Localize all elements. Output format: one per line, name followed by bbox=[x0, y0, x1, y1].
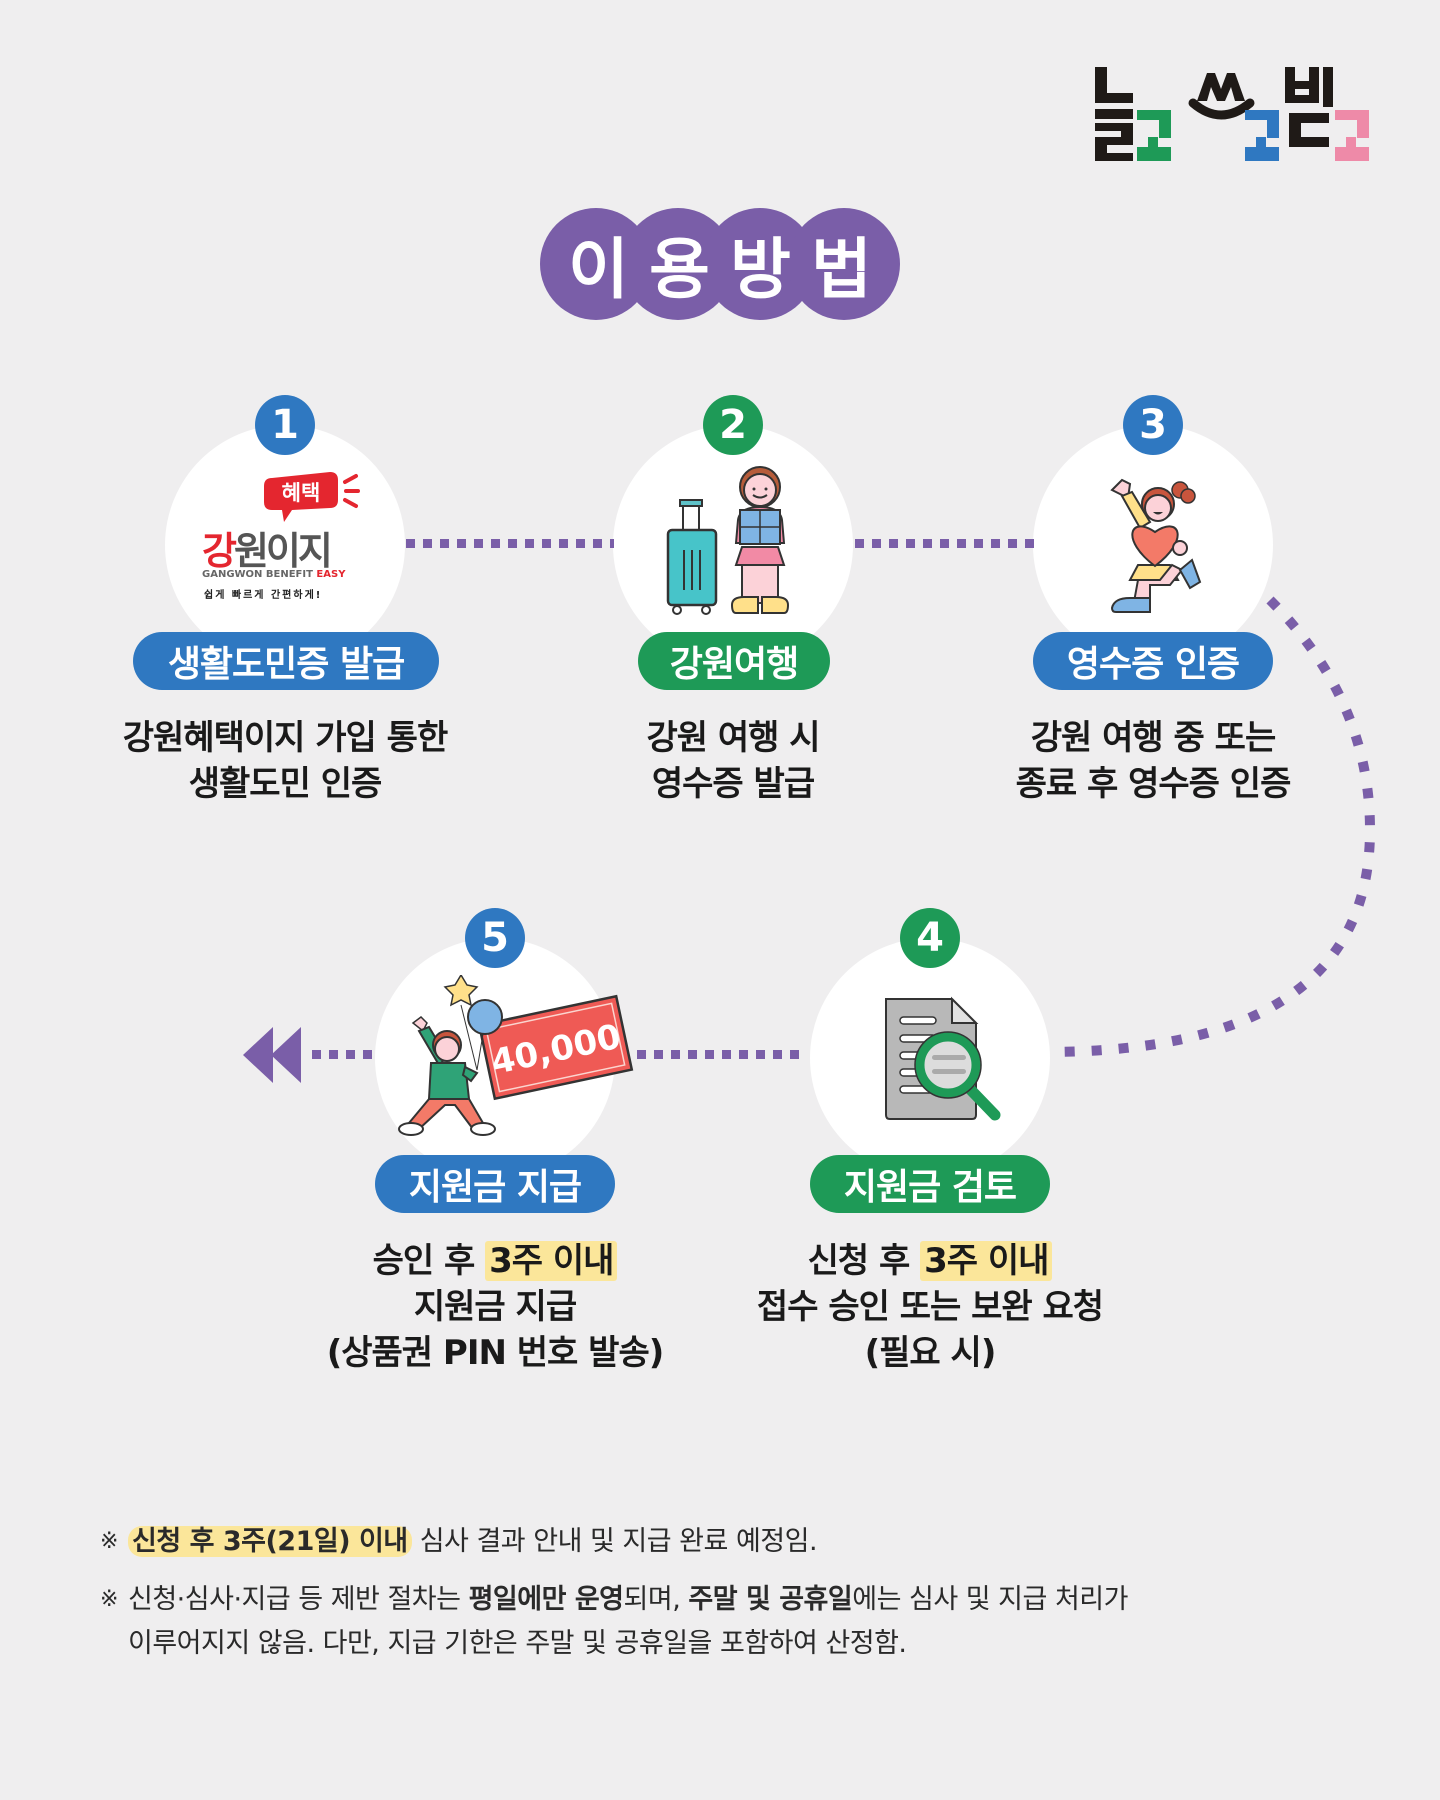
title-char: 방 bbox=[730, 231, 791, 308]
connector-3-4-curve bbox=[1049, 596, 1376, 1057]
brand-logo bbox=[1095, 65, 1380, 170]
reference-mark-icon: ※ bbox=[100, 1529, 118, 1554]
page-title: 이 용 방 법 bbox=[540, 208, 900, 320]
step-3-description: 강원 여행 중 또는 종료 후 영수증 인증 bbox=[983, 715, 1323, 807]
footnote-2: ※ 신청·심사·지급 등 제반 절차는 평일에만 운영되며, 주말 및 공휴일에… bbox=[100, 1578, 1340, 1666]
connector-5-end bbox=[312, 1050, 378, 1059]
logo-en-text: GANGWON BENEFIT EASY bbox=[202, 569, 345, 580]
brand-logo-icon bbox=[1095, 67, 1369, 161]
step-3-number: 3 bbox=[1123, 395, 1183, 455]
step-1-circle bbox=[165, 425, 405, 665]
logo-main-rest: 원이지 bbox=[233, 529, 333, 573]
step-2-label: 강원여행 bbox=[638, 632, 830, 690]
desc-line: (필요 시) bbox=[864, 1333, 997, 1373]
desc-line: 신청 후 3주 이내 bbox=[730, 1238, 1130, 1284]
footnote-body: 심사 결과 안내 및 지급 완료 예정임. bbox=[411, 1526, 818, 1557]
step-2-circle bbox=[613, 425, 853, 665]
footnote-body: 되며, bbox=[623, 1584, 689, 1615]
step-2-description: 강원 여행 시 영수증 발급 bbox=[583, 715, 883, 807]
footnote-bold: 평일에만 운영 bbox=[468, 1584, 624, 1615]
footnote-text: 신청 후 3주(21일) 이내 심사 결과 안내 및 지급 완료 예정임. bbox=[128, 1520, 818, 1564]
logo-en-accent: EASY bbox=[316, 569, 346, 580]
desc-line: 종료 후 영수증 인증 bbox=[1015, 764, 1292, 804]
desc-pre: 승인 후 bbox=[372, 1241, 486, 1281]
footnote-body: 에는 심사 및 지급 처리가 bbox=[852, 1584, 1128, 1615]
step-5-description: 승인 후 3주 이내 지원금 지급 (상품권 PIN 번호 발송) bbox=[295, 1238, 695, 1376]
svg-text:혜택: 혜택 bbox=[282, 481, 321, 505]
kid-with-voucher-icon: 40,000 bbox=[398, 975, 634, 1136]
logo-en: GANGWON BENEFIT bbox=[202, 569, 313, 580]
gangwon-easy-logo: 혜택 강원이지 GANGWON BENEFIT EASY 쉽게 빠르게 간편하게… bbox=[200, 470, 370, 605]
reference-mark-icon: ※ bbox=[100, 1587, 118, 1612]
desc-line: 지원금 지급 bbox=[413, 1287, 577, 1327]
girl-with-heart-icon bbox=[1110, 478, 1202, 613]
double-arrow-left-icon bbox=[243, 1027, 301, 1083]
logo-main-text: 강원이지 bbox=[202, 520, 372, 575]
step-1-description: 강원혜택이지 가입 통한 생활도민 인증 bbox=[85, 715, 485, 807]
footnotes: ※ 신청 후 3주(21일) 이내 심사 결과 안내 및 지급 완료 예정임. … bbox=[100, 1520, 1340, 1680]
step-3-label: 영수증 인증 bbox=[1033, 632, 1273, 690]
logo-main-accent: 강 bbox=[202, 529, 237, 573]
desc-highlight: 3주 이내 bbox=[485, 1241, 618, 1281]
footnote-body: 신청·심사·지급 등 제반 절차는 bbox=[128, 1584, 469, 1615]
footnote-bold: 주말 및 공휴일 bbox=[688, 1584, 853, 1615]
step-4-number: 4 bbox=[900, 908, 960, 968]
logo-tagline: 쉽게 빠르게 간편하게! bbox=[204, 590, 323, 601]
footnote-body: 이루어지지 않음. 다만, 지급 기한은 주말 및 공휴일을 포함하여 산정함. bbox=[128, 1628, 907, 1659]
traveler-with-suitcase-icon bbox=[666, 466, 790, 615]
step-5-label: 지원금 지급 bbox=[375, 1155, 615, 1213]
footnote-text: 신청·심사·지급 등 제반 절차는 평일에만 운영되며, 주말 및 공휴일에는 … bbox=[128, 1578, 1128, 1666]
desc-line: 승인 후 3주 이내 bbox=[295, 1238, 695, 1284]
step-5-number: 5 bbox=[465, 908, 525, 968]
desc-line: 강원혜택이지 가입 통한 bbox=[122, 718, 448, 758]
step-4-label: 지원금 검토 bbox=[810, 1155, 1050, 1213]
document-magnifier-icon bbox=[885, 996, 1001, 1121]
step-4-description: 신청 후 3주 이내 접수 승인 또는 보완 요청 (필요 시) bbox=[730, 1238, 1130, 1376]
connector-1-2 bbox=[406, 539, 614, 548]
desc-line: 영수증 발급 bbox=[651, 764, 815, 804]
megaphone-icon: 혜택 bbox=[264, 472, 360, 522]
footnote-1: ※ 신청 후 3주(21일) 이내 심사 결과 안내 및 지급 완료 예정임. bbox=[100, 1520, 1340, 1564]
desc-pre: 신청 후 bbox=[807, 1241, 921, 1281]
title-char: 이 bbox=[568, 231, 629, 308]
desc-line: (상품권 PIN 번호 발송) bbox=[326, 1333, 665, 1373]
desc-line: 강원 여행 시 bbox=[646, 718, 820, 758]
connector-4-5 bbox=[637, 1050, 807, 1059]
desc-line: 강원 여행 중 또는 bbox=[1030, 718, 1276, 758]
connector-2-3 bbox=[855, 539, 1035, 548]
title-char: 법 bbox=[811, 231, 872, 308]
step-1-label: 생활도민증 발급 bbox=[133, 632, 439, 690]
desc-line: 생활도민 인증 bbox=[188, 764, 383, 804]
step-1-number: 1 bbox=[255, 395, 315, 455]
footnote-highlight: 신청 후 3주(21일) 이내 bbox=[128, 1526, 412, 1557]
step-2-number: 2 bbox=[703, 395, 763, 455]
desc-highlight: 3주 이내 bbox=[920, 1241, 1053, 1281]
desc-line: 접수 승인 또는 보완 요청 bbox=[756, 1287, 1104, 1327]
title-char: 용 bbox=[649, 231, 710, 308]
